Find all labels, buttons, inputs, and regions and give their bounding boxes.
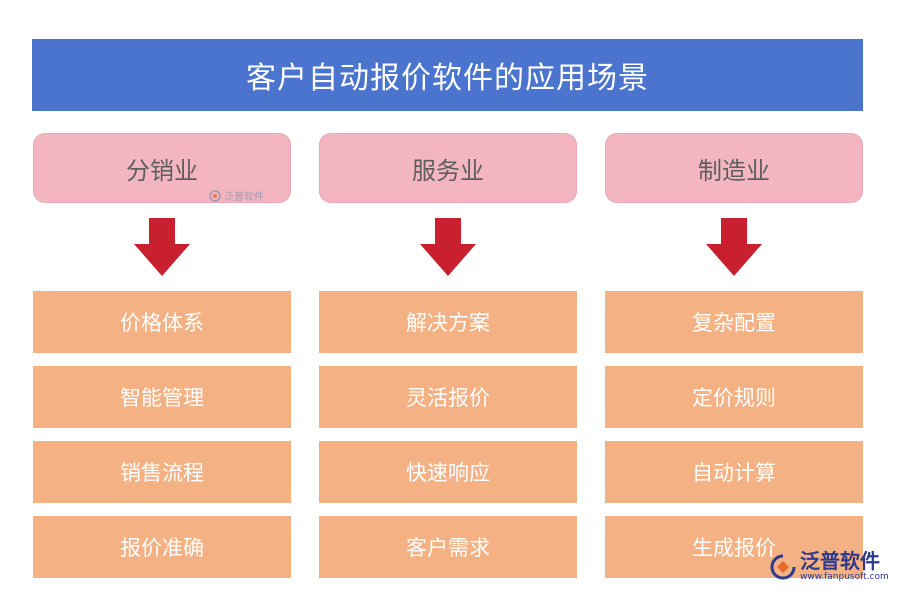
brand-logo-icon [770, 554, 796, 579]
brand-url: www.fanpusoft.com [800, 572, 889, 582]
column-service: 服务业 解决方案 灵活报价 快速响应 客户需求 [319, 133, 577, 591]
diagram-title: 客户自动报价软件的应用场景 [32, 39, 863, 111]
scenario-item: 客户需求 [319, 516, 577, 578]
down-arrow-icon [420, 218, 476, 276]
scenario-item: 快速响应 [319, 441, 577, 503]
scenario-item: 报价准确 [33, 516, 291, 578]
scenario-item: 生成报价 [605, 516, 863, 578]
scenario-item: 销售流程 [33, 441, 291, 503]
scenario-item: 价格体系 [33, 291, 291, 353]
scenario-item: 解决方案 [319, 291, 577, 353]
down-arrow-icon [134, 218, 190, 276]
column-header: 制造业 [605, 133, 863, 203]
brand-name: 泛普软件 [800, 549, 880, 573]
scenario-item: 灵活报价 [319, 366, 577, 428]
scenario-item: 复杂配置 [605, 291, 863, 353]
scenario-item: 定价规则 [605, 366, 863, 428]
column-header: 服务业 [319, 133, 577, 203]
down-arrow-icon [706, 218, 762, 276]
column-manufacturing: 制造业 复杂配置 定价规则 自动计算 生成报价 [605, 133, 863, 591]
brand-watermark: 泛普软件 www.fanpusoft.com [770, 551, 889, 582]
brand-logo-icon [209, 189, 221, 202]
scenario-item: 自动计算 [605, 441, 863, 503]
watermark-small-text: 泛普软件 [224, 192, 264, 203]
column-header: 分销业 [33, 133, 291, 203]
watermark-small: 泛普软件 [209, 188, 264, 203]
scenario-item: 智能管理 [33, 366, 291, 428]
column-distribution: 分销业 价格体系 智能管理 销售流程 报价准确 [33, 133, 291, 591]
